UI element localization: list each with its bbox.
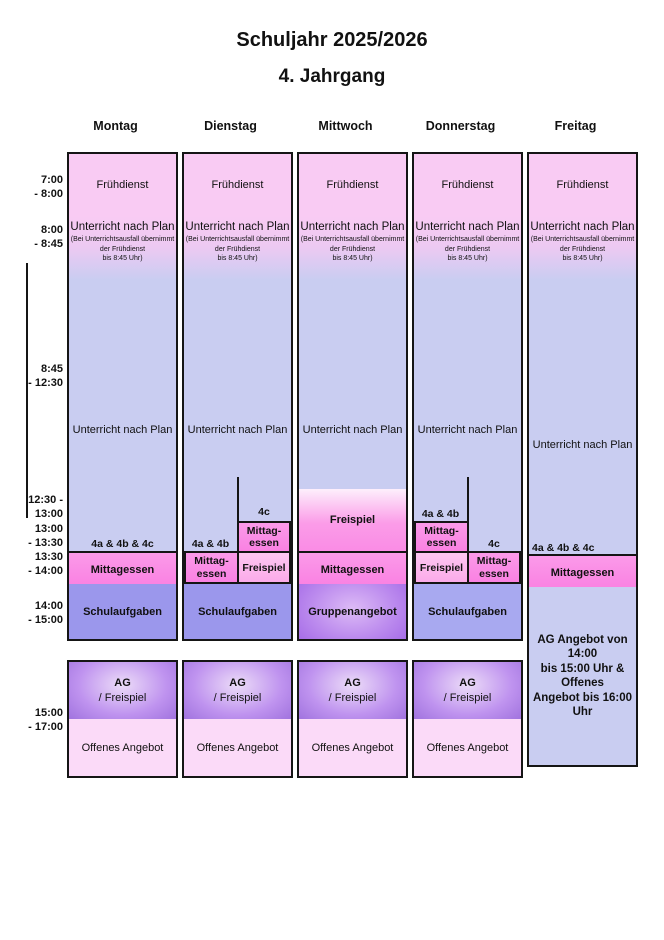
label-4c-donnerstag: 4c <box>488 538 500 550</box>
cell-fruehdienst-montag: Frühdienst <box>69 154 176 218</box>
cell-schulaufgaben-montag: Schulaufgaben <box>69 584 176 639</box>
time-label-8-845: 8:00- 8:45 <box>34 224 63 250</box>
cell-mittagessen-freitag: Mittagessen <box>529 554 636 591</box>
day-header-mittwoch: Mittwoch <box>318 119 373 133</box>
cell-offenes-angebot-montag: Offenes Angebot <box>69 719 176 776</box>
label-4c-dienstag: 4c <box>258 506 270 518</box>
cell-ag-freispiel-mittwoch: AG / Freispiel <box>299 662 406 721</box>
cell-ag-freispiel-montag: AG / Freispiel <box>69 662 176 721</box>
cell-ag-freispiel-dienstag: AG / Freispiel <box>184 662 291 721</box>
unterricht-center-label: Unterricht nach Plan <box>417 424 518 436</box>
cell-ag-angebot-freitag: AG Angebot von 14:00 bis 15:00 Uhr & Off… <box>529 587 636 765</box>
label-groups-freitag: 4a & 4b & 4c <box>532 542 595 554</box>
cell-fruehdienst-donnerstag: Frühdienst <box>414 154 521 218</box>
cell-mittagessen-mittwoch: Mittagessen <box>299 551 406 588</box>
column-mittwoch: Frühdienst Unterricht nach Plan (Bei Unt… <box>297 152 408 641</box>
column-mittwoch-afternoon: AG / Freispiel Offenes Angebot <box>297 660 408 778</box>
time-label-14-15: 14:00- 15:00 <box>28 600 63 626</box>
cell-freispiel-mittwoch: Freispiel <box>299 489 406 553</box>
column-freitag: Frühdienst Unterricht nach Plan (Bei Unt… <box>527 152 638 767</box>
cell-schulaufgaben-dienstag: Schulaufgaben <box>184 584 291 639</box>
unterricht-note-3: bis 8:45 Uhr) <box>102 255 143 262</box>
cell-unterricht-montag: Unterricht nach Plan (Bei Unterrichtsaus… <box>69 216 176 555</box>
cell-fruehdienst-dienstag: Frühdienst <box>184 154 291 218</box>
cell-mittagessen-4ab-donnerstag: Mittag- essen <box>414 521 469 553</box>
time-label-1330-14: 13:30- 14:00 <box>28 551 63 577</box>
time-label-15-17: 15:00- 17:00 <box>28 707 63 733</box>
time-label-845-1230: 8:45- 12:30 <box>28 363 63 389</box>
cell-fruehdienst-mittwoch: Frühdienst <box>299 154 406 218</box>
time-label-13-1330: 13:00- 13:30 <box>28 523 63 549</box>
cell-freispiel-dienstag: Freispiel <box>237 551 291 584</box>
cell-mittagessen-4c-dienstag: Mittag- essen <box>237 521 291 553</box>
page-title: Schuljahr 2025/2026 <box>236 29 428 51</box>
label-4ab-dienstag: 4a & 4b <box>191 538 230 550</box>
cell-unterricht-freitag: Unterricht nach Plan (Bei Unterrichtsaus… <box>529 216 636 558</box>
cell-offenes-angebot-dienstag: Offenes Angebot <box>184 719 291 776</box>
column-dienstag-afternoon: AG / Freispiel Offenes Angebot <box>182 660 293 778</box>
column-donnerstag-afternoon: AG / Freispiel Offenes Angebot <box>412 660 523 778</box>
unterricht-center-label: Unterricht nach Plan <box>532 439 633 451</box>
time-label-7-8: 7:00- 8:00 <box>34 174 63 200</box>
column-donnerstag: Frühdienst Unterricht nach Plan (Bei Unt… <box>412 152 523 641</box>
column-montag: Frühdienst Unterricht nach Plan (Bei Unt… <box>67 152 178 641</box>
cell-mittagessen-4ab-dienstag: Mittag- essen <box>184 551 239 584</box>
time-label-1230-13: 12:30 -13:00 <box>28 494 63 520</box>
day-header-dienstag: Dienstag <box>204 119 257 133</box>
unterricht-center-label: Unterricht nach Plan <box>187 424 288 436</box>
unterricht-title: Unterricht nach Plan <box>70 221 175 233</box>
cell-offenes-angebot-donnerstag: Offenes Angebot <box>414 719 521 776</box>
cell-fruehdienst-freitag: Frühdienst <box>529 154 636 218</box>
cell-gruppenangebot-mittwoch: Gruppenangebot <box>299 584 406 639</box>
cell-mittagessen-montag: Mittagessen <box>69 551 176 588</box>
cell-freispiel-donnerstag: Freispiel <box>414 551 469 584</box>
column-montag-afternoon: AG / Freispiel Offenes Angebot <box>67 660 178 778</box>
unterricht-note-2: der Frühdienst <box>99 245 146 253</box>
unterricht-note-1: (Bei Unterrichtsausfall übernimmt <box>70 236 175 243</box>
day-header-donnerstag: Donnerstag <box>425 119 496 133</box>
label-groups-montag: 4a & 4b & 4c <box>91 538 154 550</box>
day-header-freitag: Freitag <box>554 119 597 133</box>
column-dienstag: Frühdienst Unterricht nach Plan (Bei Unt… <box>182 152 293 641</box>
cell-schulaufgaben-donnerstag: Schulaufgaben <box>414 584 521 639</box>
unterricht-center-label: Unterricht nach Plan <box>72 424 173 436</box>
cell-mittagessen-4c-donnerstag: Mittag- essen <box>467 551 521 584</box>
day-header-montag: Montag <box>93 119 138 133</box>
label-4ab-donnerstag: 4a & 4b <box>421 508 460 520</box>
page-subtitle: 4. Jahrgang <box>278 66 386 87</box>
cell-offenes-angebot-mittwoch: Offenes Angebot <box>299 719 406 776</box>
cell-ag-freispiel-donnerstag: AG / Freispiel <box>414 662 521 721</box>
time-axis-bracket-line <box>26 263 28 518</box>
unterricht-center-label: Unterricht nach Plan <box>302 424 403 436</box>
